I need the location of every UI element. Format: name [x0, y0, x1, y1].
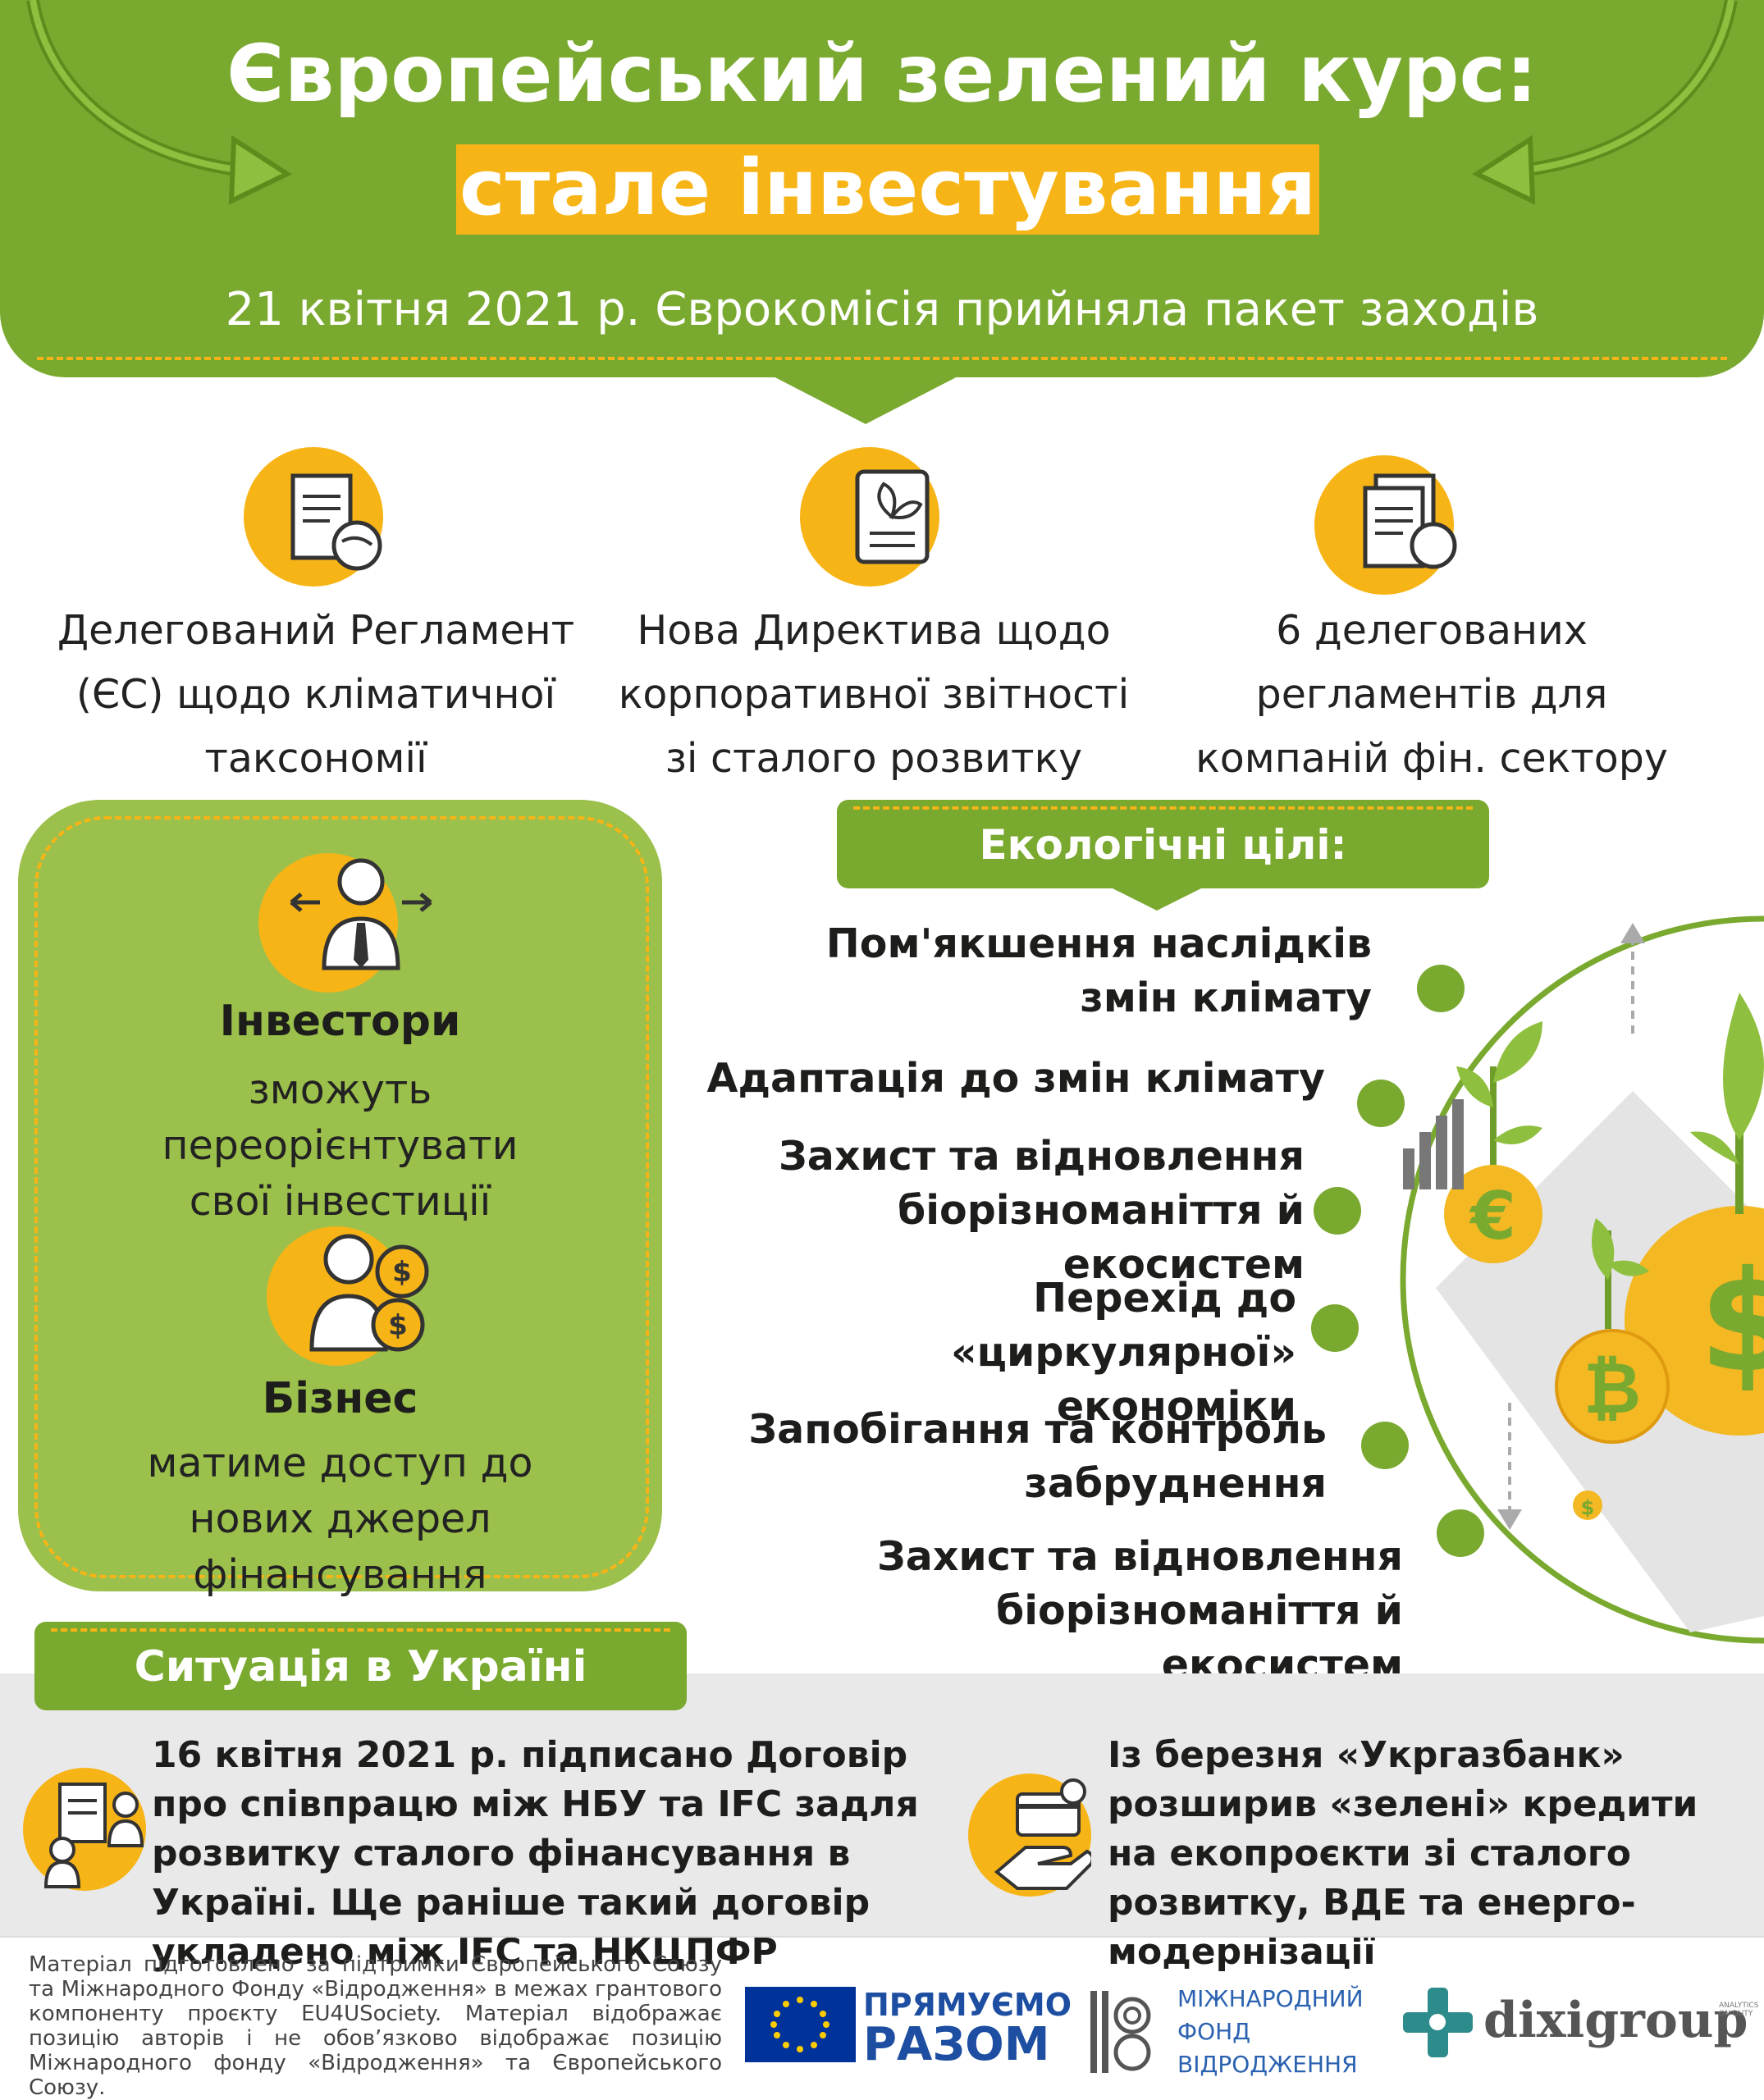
eu-logo-text-line2: РАЗОМ	[863, 2018, 1050, 2071]
ukraine-header-dash	[51, 1628, 670, 1632]
ukraine-section-background	[0, 1673, 1764, 1936]
goal-bullet	[1437, 1509, 1484, 1557]
irf-logo-line1: МІЖНАРОДНИЙ	[1177, 1985, 1364, 2012]
page-subtitle: стале інвестування	[456, 144, 1319, 235]
svg-text:$: $	[1581, 1496, 1595, 1519]
business-icon: $ $	[267, 1226, 429, 1366]
eu-logo	[745, 1987, 856, 2062]
business-title: Бізнес	[262, 1374, 418, 1423]
left-curved-arrow-icon	[26, 0, 293, 205]
page-title: Європейський зелений курс:	[226, 28, 1538, 120]
eco-goals-header-dash	[853, 806, 1473, 810]
green-finance-illustration: $ € ₿ $	[1400, 915, 1764, 1644]
goal-bullet	[1417, 965, 1465, 1012]
footer-divider	[0, 1936, 1764, 1938]
ukraine-header	[34, 1622, 687, 1710]
eco-goal-item: Адаптація до змін клімату	[706, 1055, 1325, 1102]
goal-bullet	[1311, 1304, 1359, 1352]
investors-title: Інвестори	[219, 997, 461, 1046]
svg-text:$: $	[388, 1309, 408, 1342]
svg-text:$: $	[392, 1256, 412, 1289]
dixigroup-logo-mark	[1399, 1984, 1477, 2061]
eco-goal-item: Запобігання та контроль забруднення	[748, 1406, 1327, 1507]
irf-logo-line2: ФОНД	[1177, 2018, 1251, 2045]
svg-text:₿: ₿	[1583, 1348, 1641, 1430]
header-notch	[767, 373, 964, 424]
svg-text:$: $	[1699, 1241, 1764, 1404]
agreement-icon	[23, 1768, 146, 1891]
eco-goal-item: Захист та відновлення біорізноманіття й …	[876, 1533, 1403, 1688]
eco-goals-heading: Екологічні цілі:	[979, 821, 1347, 869]
stakeholders-panel-border	[34, 816, 649, 1578]
header-dashed-divider	[37, 357, 1727, 360]
package-item-text: 6 делегованих регламентів для компаній ф…	[1195, 607, 1668, 782]
scroll-plant-icon	[800, 447, 939, 587]
irf-logo-line3: ВІДРОДЖЕННЯ	[1177, 2051, 1358, 2078]
business-text: матиме доступ до нових джерел фінансуван…	[147, 1440, 533, 1598]
ukraine-heading: Ситуація в Україні	[134, 1642, 587, 1691]
eco-goals-header	[837, 800, 1489, 888]
ukraine-item-text: 16 квітня 2021 р. підписано Договір про …	[152, 1734, 919, 1973]
investors-text: зможуть переорієнтувати свої інвестиції	[162, 1066, 519, 1225]
eu-logo-text-line1: ПРЯМУЄМО	[863, 1987, 1072, 2023]
dixigroup-logo-text: dixigroup	[1483, 1992, 1748, 2049]
investor-icon	[258, 853, 432, 993]
package-item-text: Нова Директива щодо корпоративної звітно…	[618, 607, 1130, 782]
goal-bullet	[1357, 1080, 1405, 1127]
credit-card-hand-icon	[968, 1774, 1095, 1897]
goal-bullet	[1361, 1422, 1409, 1469]
right-curved-arrow-icon	[1471, 0, 1738, 205]
svg-text:€: €	[1469, 1178, 1516, 1254]
eco-goal-item: Пом'якшення наслідків змін клімату	[825, 920, 1372, 1021]
footer-disclaimer: Матеріал підготовлено за підтримки Європ…	[29, 1952, 722, 2100]
irf-logo	[1087, 1987, 1153, 2077]
documents-globe-icon	[1314, 455, 1457, 595]
dixigroup-tagline: ANALYTICS ON DUTY	[1719, 2002, 1759, 2018]
date-line: 21 квітня 2021 р. Єврокомісія прийняла п…	[225, 283, 1539, 336]
package-item-text: Делегований Регламент (ЄС) щодо кліматич…	[57, 607, 575, 782]
document-globe-icon	[244, 447, 383, 587]
goal-bullet	[1314, 1187, 1361, 1235]
eco-goal-item: Перехід до «циркулярної» економіки	[951, 1275, 1296, 1430]
eco-goals-header-notch	[1108, 886, 1206, 911]
eco-goal-item: Захист та відновлення біорізноманіття й …	[778, 1133, 1305, 1288]
ukraine-item-text: Із березня «Укргазбанк» розширив «зелені…	[1108, 1734, 1698, 1973]
